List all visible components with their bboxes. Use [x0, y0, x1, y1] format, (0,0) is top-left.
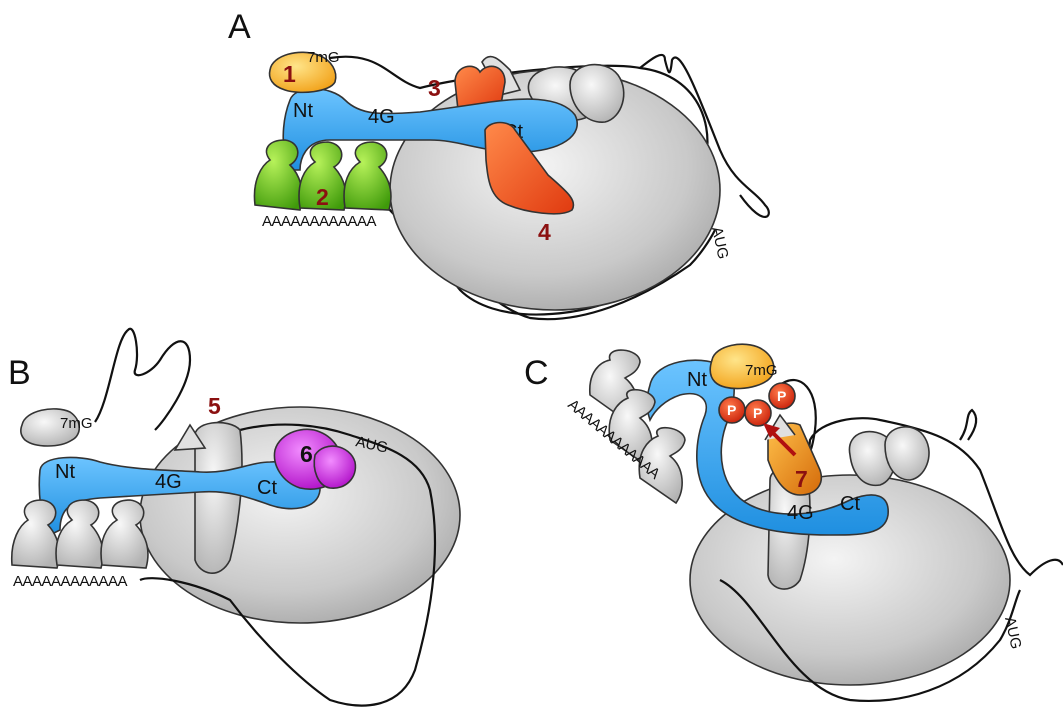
ct-label: Ct [840, 493, 860, 515]
polya-tail: AAAAAAAAAAAA [262, 213, 377, 230]
pabp-protein [12, 500, 59, 568]
aug-codon: AUG [708, 225, 731, 260]
panel-c-letter: C [524, 354, 549, 392]
aug-codon: AUG [1001, 615, 1024, 650]
nt-label: Nt [687, 369, 707, 391]
purple-factor [314, 446, 355, 488]
polya-tail: AAAAAAAAAAAA [13, 573, 128, 590]
label-1: 1 [283, 61, 296, 87]
label-5: 5 [208, 393, 221, 419]
panel-a-letter: A [228, 8, 251, 46]
mrna-strand [95, 329, 190, 430]
phosphate-label: P [753, 405, 762, 421]
panel-b: B Nt 4G Ct 7mG AAAAAAAAAAAA AUG 5 6 [8, 329, 460, 706]
4g-label: 4G [787, 502, 814, 524]
mrna-strand [960, 410, 976, 440]
phosphate-label: P [727, 402, 736, 418]
4g-label: 4G [368, 106, 395, 128]
label-2: 2 [316, 184, 329, 210]
pabp-protein [344, 142, 391, 210]
label-7: 7 [795, 466, 808, 492]
pabp-protein [101, 500, 148, 568]
cap-label: 7mG [307, 49, 340, 66]
label-3: 3 [428, 75, 441, 101]
label-4: 4 [538, 219, 551, 245]
cap-label: 7mG [745, 362, 778, 379]
panel-b-letter: B [8, 354, 31, 392]
label-6: 6 [300, 441, 313, 467]
panel-a: A Nt 4G Ct 7mG AAAAAAAAAAAA AUG 1 2 3 4 [228, 8, 769, 319]
ct-label: Ct [257, 477, 277, 499]
nt-label: Nt [293, 100, 313, 122]
phosphate-label: P [777, 388, 786, 404]
4g-label: 4G [155, 471, 182, 493]
pabp-protein [254, 140, 302, 210]
cap-label: 7mG [60, 415, 93, 432]
nt-label: Nt [55, 461, 75, 483]
panel-c: C Nt 4G Ct 7mG P P P [524, 344, 1063, 701]
